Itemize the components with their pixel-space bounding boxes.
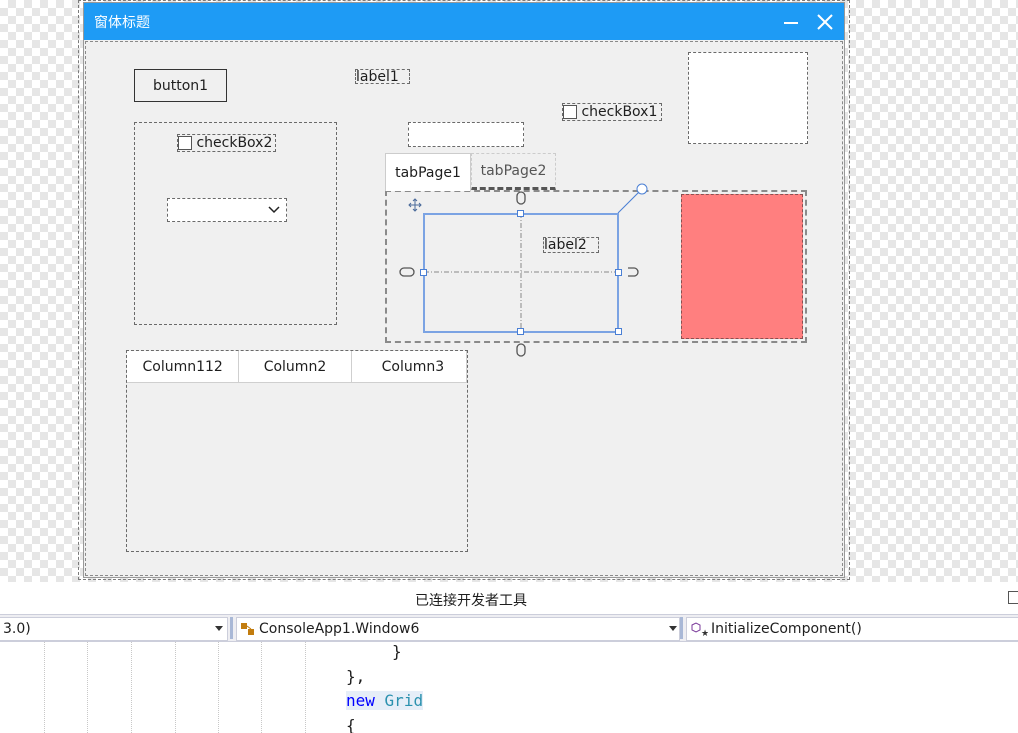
splitter[interactable] <box>230 617 233 639</box>
svg-text:★: ★ <box>701 629 708 637</box>
label1-text: label1 <box>356 69 399 85</box>
status-bar: 已连接开发者工具 <box>0 582 1018 614</box>
grid-header-row: Column112 Column2 Column3 <box>127 351 467 383</box>
project-dropdown-value: 3.0) <box>3 621 31 637</box>
picturebox[interactable] <box>688 52 808 144</box>
combobox1[interactable] <box>167 198 287 222</box>
indent-guide <box>305 642 306 733</box>
checkbox2-label: checkBox2 <box>196 135 273 151</box>
class-dropdown-value: ConsoleApp1.Window6 <box>259 621 420 637</box>
splitter[interactable] <box>680 617 683 639</box>
tab-tabpage1[interactable]: tabPage1 <box>385 153 471 191</box>
dropdown-arrow-icon <box>215 626 223 631</box>
status-checkbox[interactable] <box>1008 591 1018 604</box>
code-line: { <box>346 716 356 733</box>
window-titlebar[interactable]: 窗体标题 <box>84 3 844 40</box>
indent-guide <box>44 642 45 733</box>
dropdown-arrow-icon <box>669 626 677 631</box>
grid-column-header[interactable]: Column2 <box>239 351 352 382</box>
window-selection-frame <box>78 0 850 580</box>
indent-guide <box>131 642 132 733</box>
close-icon <box>817 13 833 30</box>
grid-column-header[interactable]: Column3 <box>352 351 467 382</box>
member-dropdown-value: InitializeComponent() <box>711 621 862 637</box>
class-dropdown[interactable]: ConsoleApp1.Window6 <box>236 617 680 641</box>
close-button[interactable] <box>808 3 842 40</box>
label2[interactable]: label2 <box>543 237 599 253</box>
resize-handle-right[interactable] <box>615 269 622 276</box>
chevron-down-icon <box>268 206 280 214</box>
minimize-button[interactable] <box>774 3 808 40</box>
anchor-link-icons <box>399 191 639 357</box>
move-icon[interactable] <box>408 198 422 212</box>
code-keyword: new <box>346 691 375 710</box>
button1-label: button1 <box>152 77 209 94</box>
checkbox1[interactable]: checkBox1 <box>562 103 662 121</box>
resize-handle-left[interactable] <box>420 269 427 276</box>
class-icon <box>241 623 254 635</box>
code-line: }, <box>346 667 366 686</box>
tab-tabpage2[interactable]: tabPage2 <box>471 153 556 190</box>
resize-handle-bottom[interactable] <box>517 328 524 335</box>
code-line: } <box>392 642 402 661</box>
selection-adorner-layer <box>399 183 648 357</box>
grid-column-header[interactable]: Column112 <box>127 351 240 382</box>
resize-handle-top[interactable] <box>517 210 524 217</box>
label1[interactable]: label1 <box>355 69 410 85</box>
status-text: 已连接开发者工具 <box>415 593 527 609</box>
color-panel[interactable] <box>681 194 803 339</box>
tab-tabpage1-label: tabPage1 <box>395 164 461 181</box>
checkbox2-box[interactable] <box>178 136 192 150</box>
selected-grid-container[interactable] <box>423 213 619 333</box>
button1[interactable]: button1 <box>134 69 227 102</box>
tab-tabpage2-label: tabPage2 <box>480 162 547 179</box>
window-title: 窗体标题 <box>94 15 150 31</box>
editor-navigation-bar: 3.0) ConsoleApp1.Window6 ★ InitializeCom… <box>0 614 1018 642</box>
datagridview1[interactable]: Column112 Column2 Column3 <box>126 350 468 552</box>
code-line: new Grid <box>346 691 424 710</box>
code-editor[interactable]: } }, new Grid { <box>0 642 1018 733</box>
textbox1[interactable] <box>408 122 524 147</box>
resize-handle-bottom-right[interactable] <box>615 328 622 335</box>
indent-guide <box>175 642 176 733</box>
checkbox1-label: checkBox1 <box>581 104 658 120</box>
code-type: Grid <box>384 691 424 710</box>
window-client-area <box>85 41 843 576</box>
checkbox1-box[interactable] <box>563 105 577 119</box>
project-dropdown[interactable]: 3.0) <box>0 617 228 641</box>
indent-guide <box>87 642 88 733</box>
checkbox2[interactable]: checkBox2 <box>177 134 276 152</box>
indent-guide <box>261 642 262 733</box>
method-icon: ★ <box>691 622 708 637</box>
indent-guide <box>218 642 219 733</box>
groupbox-panel[interactable] <box>134 122 337 325</box>
minimize-icon <box>784 21 798 24</box>
label2-text: label2 <box>544 237 587 253</box>
member-dropdown[interactable]: ★ InitializeComponent() <box>686 617 1018 641</box>
